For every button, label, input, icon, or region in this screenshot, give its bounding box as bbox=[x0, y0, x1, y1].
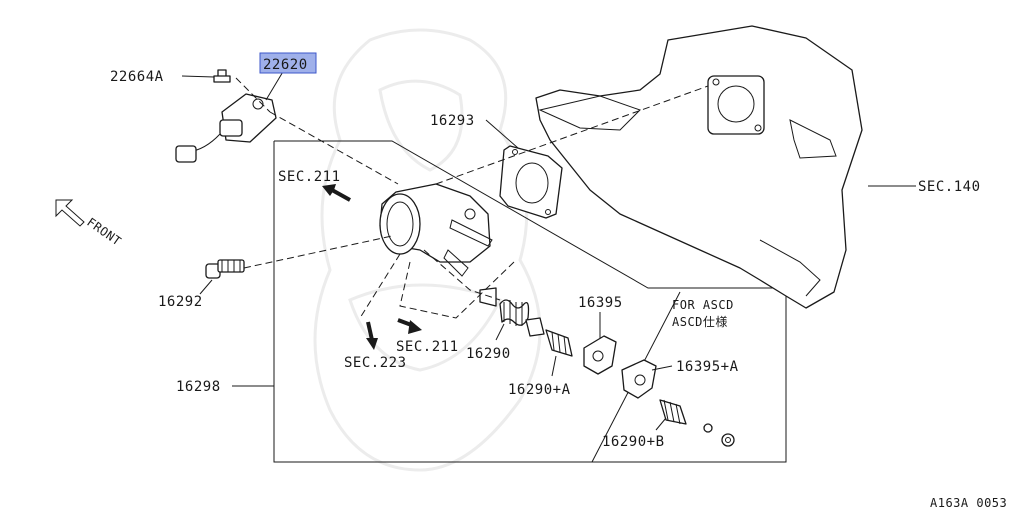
arrow-to-sec223 bbox=[366, 321, 378, 350]
gasket-16293 bbox=[499, 145, 563, 219]
sleeve bbox=[525, 317, 545, 337]
bracket-16395-A bbox=[621, 359, 657, 399]
part-label-16292[interactable]: 16292 bbox=[158, 294, 203, 310]
part-label-16290[interactable]: 16290 bbox=[466, 346, 511, 362]
part-label-16293[interactable]: 16293 bbox=[430, 113, 475, 129]
washer bbox=[703, 423, 713, 433]
spring-16290-A bbox=[545, 329, 573, 357]
leader-lines bbox=[181, 69, 916, 431]
spring-16290-B bbox=[659, 399, 687, 425]
bolt-16292 bbox=[205, 259, 245, 279]
nut bbox=[721, 433, 735, 447]
watermark-emblem bbox=[313, 28, 542, 472]
bracket-16395 bbox=[583, 335, 617, 375]
manifold-throttle-flange bbox=[707, 75, 765, 135]
section-label-sec211-lower[interactable]: SEC.211 bbox=[396, 339, 459, 355]
spring-16290 bbox=[499, 299, 530, 326]
intake-manifold bbox=[535, 25, 863, 309]
front-label: FRONT bbox=[84, 215, 124, 249]
spring-clip bbox=[479, 287, 497, 307]
front-direction-arrow bbox=[55, 199, 85, 227]
part-label-16395[interactable]: 16395 bbox=[578, 295, 623, 311]
part-label-16395-A[interactable]: 16395+A bbox=[676, 359, 739, 375]
section-label-sec223[interactable]: SEC.223 bbox=[344, 355, 407, 371]
throttle-shaft bbox=[449, 219, 493, 247]
figure-id: A163A 0053 bbox=[930, 496, 1007, 510]
arrow-to-sec211-lower bbox=[397, 318, 422, 334]
throttle-body bbox=[379, 183, 493, 277]
part-label-22664A[interactable]: 22664A bbox=[110, 69, 164, 85]
part-label-16290-B[interactable]: 16290+B bbox=[602, 434, 665, 450]
part-label-22620[interactable]: 22620 bbox=[263, 57, 308, 73]
throttle-position-sensor-22620 bbox=[175, 93, 277, 163]
sensor-connector bbox=[175, 145, 197, 163]
manifold-bore bbox=[717, 85, 755, 123]
screw-22664A bbox=[213, 69, 231, 83]
part-label-16290-A[interactable]: 16290+A bbox=[508, 382, 571, 398]
section-label-sec211-upper[interactable]: SEC.211 bbox=[278, 169, 341, 185]
highlight-22620 bbox=[259, 52, 317, 74]
ascd-note-line1: FOR ASCD bbox=[672, 298, 734, 312]
part-label-16298[interactable]: 16298 bbox=[176, 379, 221, 395]
ascd-note-line2: ASCD仕様 bbox=[672, 315, 728, 329]
section-label-sec140[interactable]: SEC.140 bbox=[918, 179, 981, 195]
arrow-to-sec211-upper bbox=[322, 184, 351, 202]
assembly-lines bbox=[235, 77, 709, 319]
